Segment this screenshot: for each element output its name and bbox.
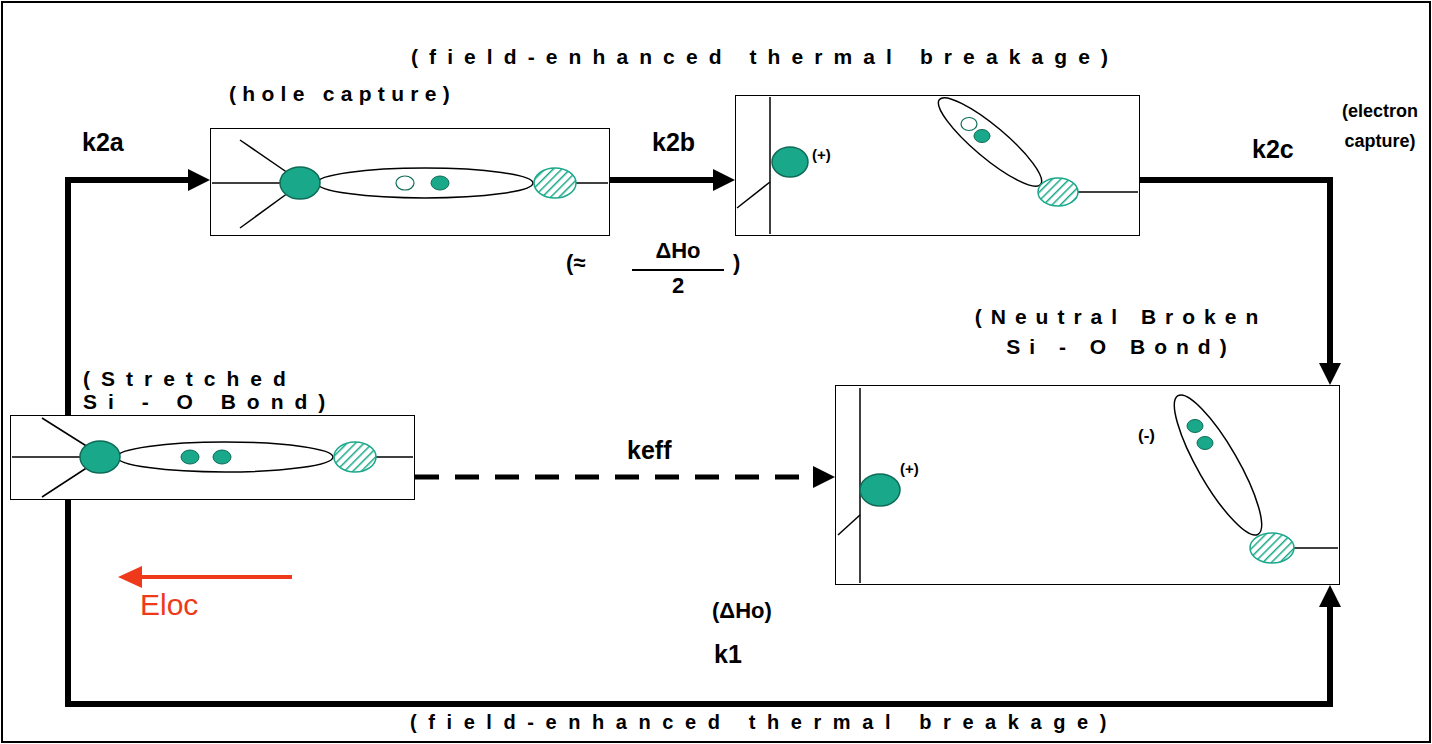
arrowhead <box>1319 585 1341 607</box>
stretched-bond-figure <box>12 418 413 497</box>
broken-bond-charged-figure <box>737 87 1138 234</box>
field-label: Eloc <box>140 588 198 623</box>
connector <box>68 500 1341 704</box>
arrowhead <box>713 169 735 191</box>
annotation: (≈ <box>566 250 585 275</box>
neutral-broken-bond-figure <box>838 386 1338 583</box>
rate-constant: k2b <box>650 128 697 157</box>
connector-line <box>610 177 713 183</box>
annotation: (field-enhanced thermal breakage) <box>410 711 1118 734</box>
connector-line <box>68 500 1330 704</box>
field-arrow <box>118 566 292 588</box>
annotation: (electron capture) <box>1336 96 1424 156</box>
bond-state-box: (Stretched Si - O Bond) <box>10 415 415 500</box>
state-heading: (field-enhanced thermal breakage) <box>411 44 1119 70</box>
bond-state-box: (field-enhanced thermal breakage) <box>735 95 1140 236</box>
connector <box>415 466 835 488</box>
state-heading: (Neutral Broken Si - O Bond) <box>936 302 1306 362</box>
arrowhead <box>188 169 210 191</box>
hole-capture-figure <box>212 140 608 228</box>
connector <box>610 169 735 191</box>
rate-constant: keff <box>625 436 673 465</box>
state-heading: (Stretched Si - O Bond) <box>83 367 428 413</box>
arrowhead <box>1319 363 1341 385</box>
annotation: (+) <box>900 460 919 477</box>
annotation: ΔHo <box>632 238 724 263</box>
annotation: (+) <box>812 146 831 163</box>
annotation: (ΔHo) <box>712 598 772 623</box>
fraction-bar <box>632 269 724 271</box>
arrowhead <box>813 466 835 488</box>
rate-constant: k2c <box>1250 135 1296 164</box>
rate-constant: k1 <box>712 640 744 669</box>
connector-line <box>415 475 813 480</box>
annotation: ) <box>733 250 740 275</box>
rate-constant: k2a <box>80 128 126 157</box>
bond-state-box: (Neutral Broken Si - O Bond) <box>835 385 1340 585</box>
state-heading: (hole capture) <box>229 81 456 107</box>
bond-state-box: (hole capture) <box>210 128 610 236</box>
annotation: (-) <box>1138 426 1155 446</box>
annotation: 2 <box>632 273 724 298</box>
